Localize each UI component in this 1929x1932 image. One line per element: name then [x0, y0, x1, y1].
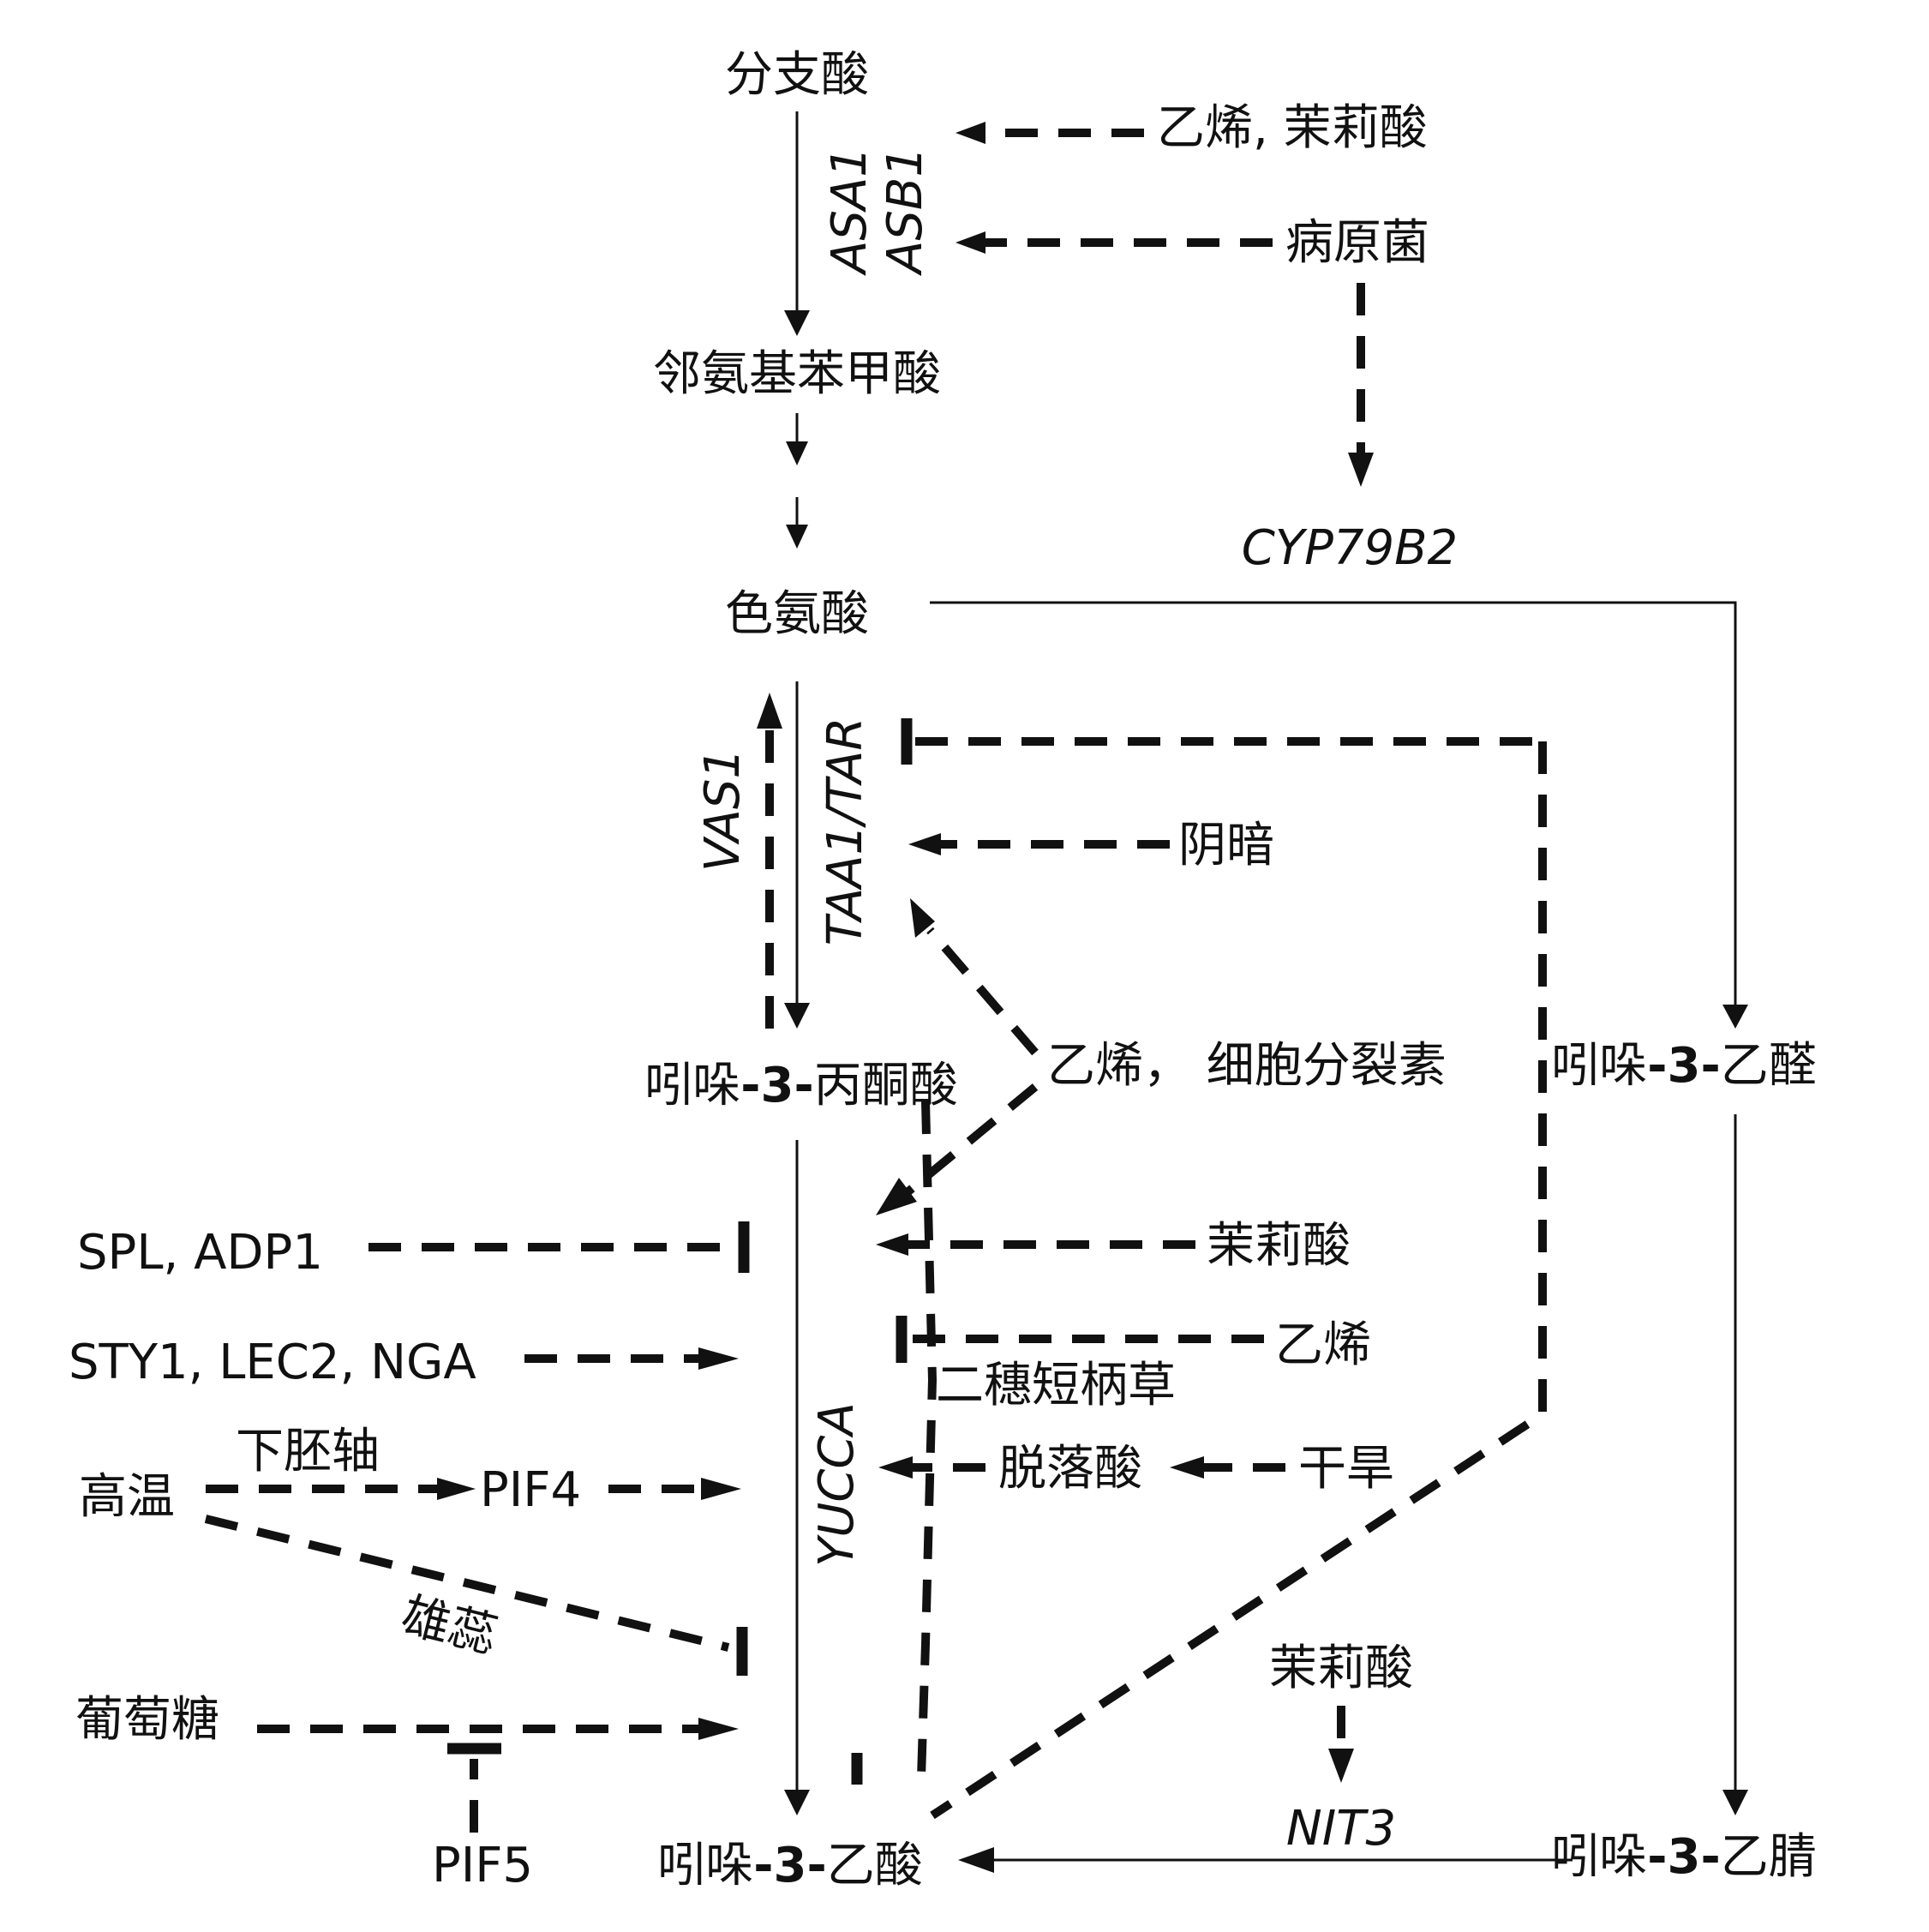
asa1-gene-label: ASA1 [822, 147, 878, 276]
brachypodium-label: 二穗短柄草 [936, 1358, 1176, 1413]
ja-to-nit3-arrow [1328, 1706, 1354, 1783]
chorismate-label: 分支酸 [725, 47, 869, 103]
hypocotyl-label: 下胚轴 [236, 1424, 380, 1479]
aba-to-yucca-arrow [878, 1456, 985, 1479]
sty1-lec2-nga-label: STY1, LEC2, NGA [69, 1335, 476, 1390]
shade-to-taa1-arrow [908, 833, 1170, 855]
iaald-label: 吲哚-3-乙醛 [1551, 1038, 1816, 1094]
pathogen-label: 病原菌 [1285, 215, 1429, 271]
anthranilate-step-arrow-2 [786, 497, 808, 549]
shade-label: 阴暗 [1178, 818, 1274, 873]
pathogen-to-cyp79b2-arrow [1348, 283, 1374, 487]
ethylene-ja-to-asa1-arrow [956, 122, 1144, 144]
tryptophan-to-iaald-arrow [930, 601, 1748, 1029]
chorismate-to-anthranilate-arrow [784, 111, 810, 336]
pif5-inhibits-glucose-arrow [447, 1743, 501, 1833]
high-temp-inhibits-yucca [204, 1515, 748, 1676]
ja-yucca-label: 茉莉酸 [1207, 1218, 1351, 1274]
ethylene-cytokinin-to-yucca-arrow [876, 1083, 1039, 1215]
tryptophan-label: 色氨酸 [725, 586, 869, 642]
ian-label: 吲哚-3-乙腈 [1551, 1829, 1816, 1885]
ja-nit-label: 茉莉酸 [1269, 1641, 1413, 1696]
ian-to-iaa-arrow [958, 1847, 1573, 1873]
vas1-reverse-arrow [757, 693, 782, 1029]
ipya-label: 吲哚-3-丙酮酸 [644, 1058, 957, 1113]
high-temp-label: 高温 [79, 1469, 175, 1525]
pif5-label: PIF5 [432, 1838, 533, 1893]
iaald-to-ian-arrow [1722, 1114, 1748, 1815]
spl-adp1-inhibits-yucca [368, 1221, 750, 1273]
drought-to-aba-arrow [1170, 1456, 1285, 1479]
spl-adp1-label: SPL, ADP1 [77, 1225, 323, 1281]
pif4-to-yucca-arrow [608, 1478, 741, 1500]
pif4-label: PIF4 [480, 1462, 581, 1518]
ethylene-label: 乙烯 [1275, 1317, 1371, 1373]
anthranilate-label: 邻氨基苯甲酸 [653, 346, 941, 402]
high-temp-to-pif4-arrow [206, 1478, 476, 1500]
sty1-lec2-nga-to-yucca-arrow [524, 1347, 739, 1370]
yucca-gene-label: YUCCA [809, 1402, 865, 1567]
ethylene-cytokinin-label: 乙烯， 细胞分裂素 [1047, 1038, 1447, 1094]
tryptophan-to-ipya-arrow [784, 681, 810, 1029]
ethylene-cytokinin-to-taa1-arrow [910, 898, 1039, 1056]
pathogen-to-asb1-arrow [956, 231, 1273, 254]
aba-label: 脱落酸 [998, 1441, 1142, 1497]
ethylene-inhibits-yucca [896, 1316, 1264, 1363]
iaa-feedback-inhibition [851, 718, 1547, 1820]
taa1-tar-gene-label: TAA1/TAR [818, 717, 873, 945]
iaa-label: 吲哚-3-乙酸 [657, 1838, 922, 1893]
ja-to-yucca-arrow [876, 1233, 1195, 1256]
nit3-gene-label: NIT3 [1286, 1801, 1396, 1857]
vas1-gene-label: VAS1 [695, 748, 751, 872]
glucose-to-yucca-arrow [257, 1718, 739, 1740]
ipya-to-iaa-arrow [784, 1140, 810, 1815]
ethylene-ja-label: 乙烯, 茉莉酸 [1157, 100, 1428, 156]
drought-label: 干旱 [1298, 1441, 1394, 1497]
cyp79b2-gene-label: CYP79B2 [1242, 520, 1458, 576]
anthranilate-step-arrow-1 [786, 413, 808, 465]
asb1-gene-label: ASB1 [878, 147, 933, 276]
glucose-label: 葡萄糖 [75, 1692, 219, 1748]
stamen-label: 雄蕊 [396, 1587, 502, 1665]
